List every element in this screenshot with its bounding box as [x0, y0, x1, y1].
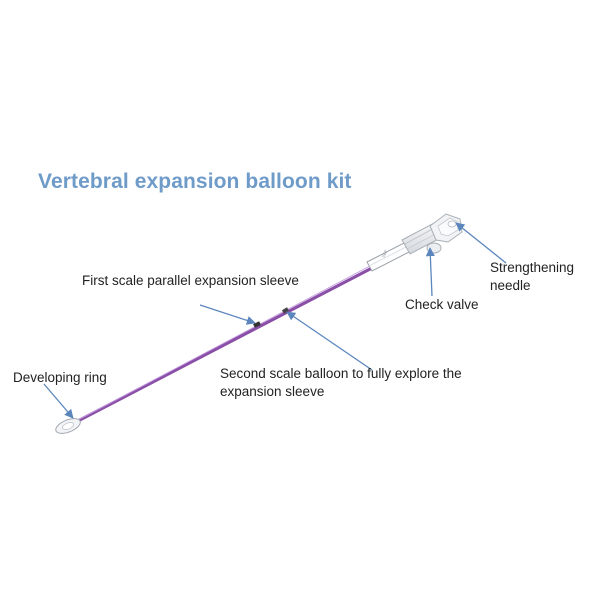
check-valve-arrow: [425, 247, 435, 297]
label-second-scale-line2: expansion sleeve: [220, 384, 325, 399]
first-scale-marker: [253, 321, 261, 328]
label-first-scale: First scale parallel expansion sleeve: [82, 273, 299, 288]
device-marking: SBZ: [380, 249, 388, 259]
label-strengthening-line2: needle: [490, 278, 531, 293]
first-scale-arrow: [199, 304, 256, 325]
proximal-sleeve: [366, 242, 410, 272]
expansion-sleeve: [72, 265, 374, 425]
strengthening-needle-hub: [429, 213, 463, 243]
diagram-title: Vertebral expansion balloon kit: [38, 170, 352, 193]
developing-ring: [55, 418, 81, 434]
strengthening-needle-arrow: [455, 222, 507, 264]
label-second-scale-line1: Second scale balloon to fully explore th…: [220, 366, 462, 381]
label-strengthening-needle: Strengthening needle: [490, 259, 574, 295]
label-check-valve: Check valve: [405, 297, 479, 312]
developing-ring-arrow: [43, 383, 74, 419]
label-strengthening-line1: Strengthening: [490, 260, 575, 275]
label-second-scale: Second scale balloon to fully explore th…: [220, 365, 462, 401]
second-scale-arrow: [286, 311, 373, 371]
label-developing-ring: Developing ring: [13, 370, 107, 385]
second-scale-marker: [281, 307, 290, 314]
